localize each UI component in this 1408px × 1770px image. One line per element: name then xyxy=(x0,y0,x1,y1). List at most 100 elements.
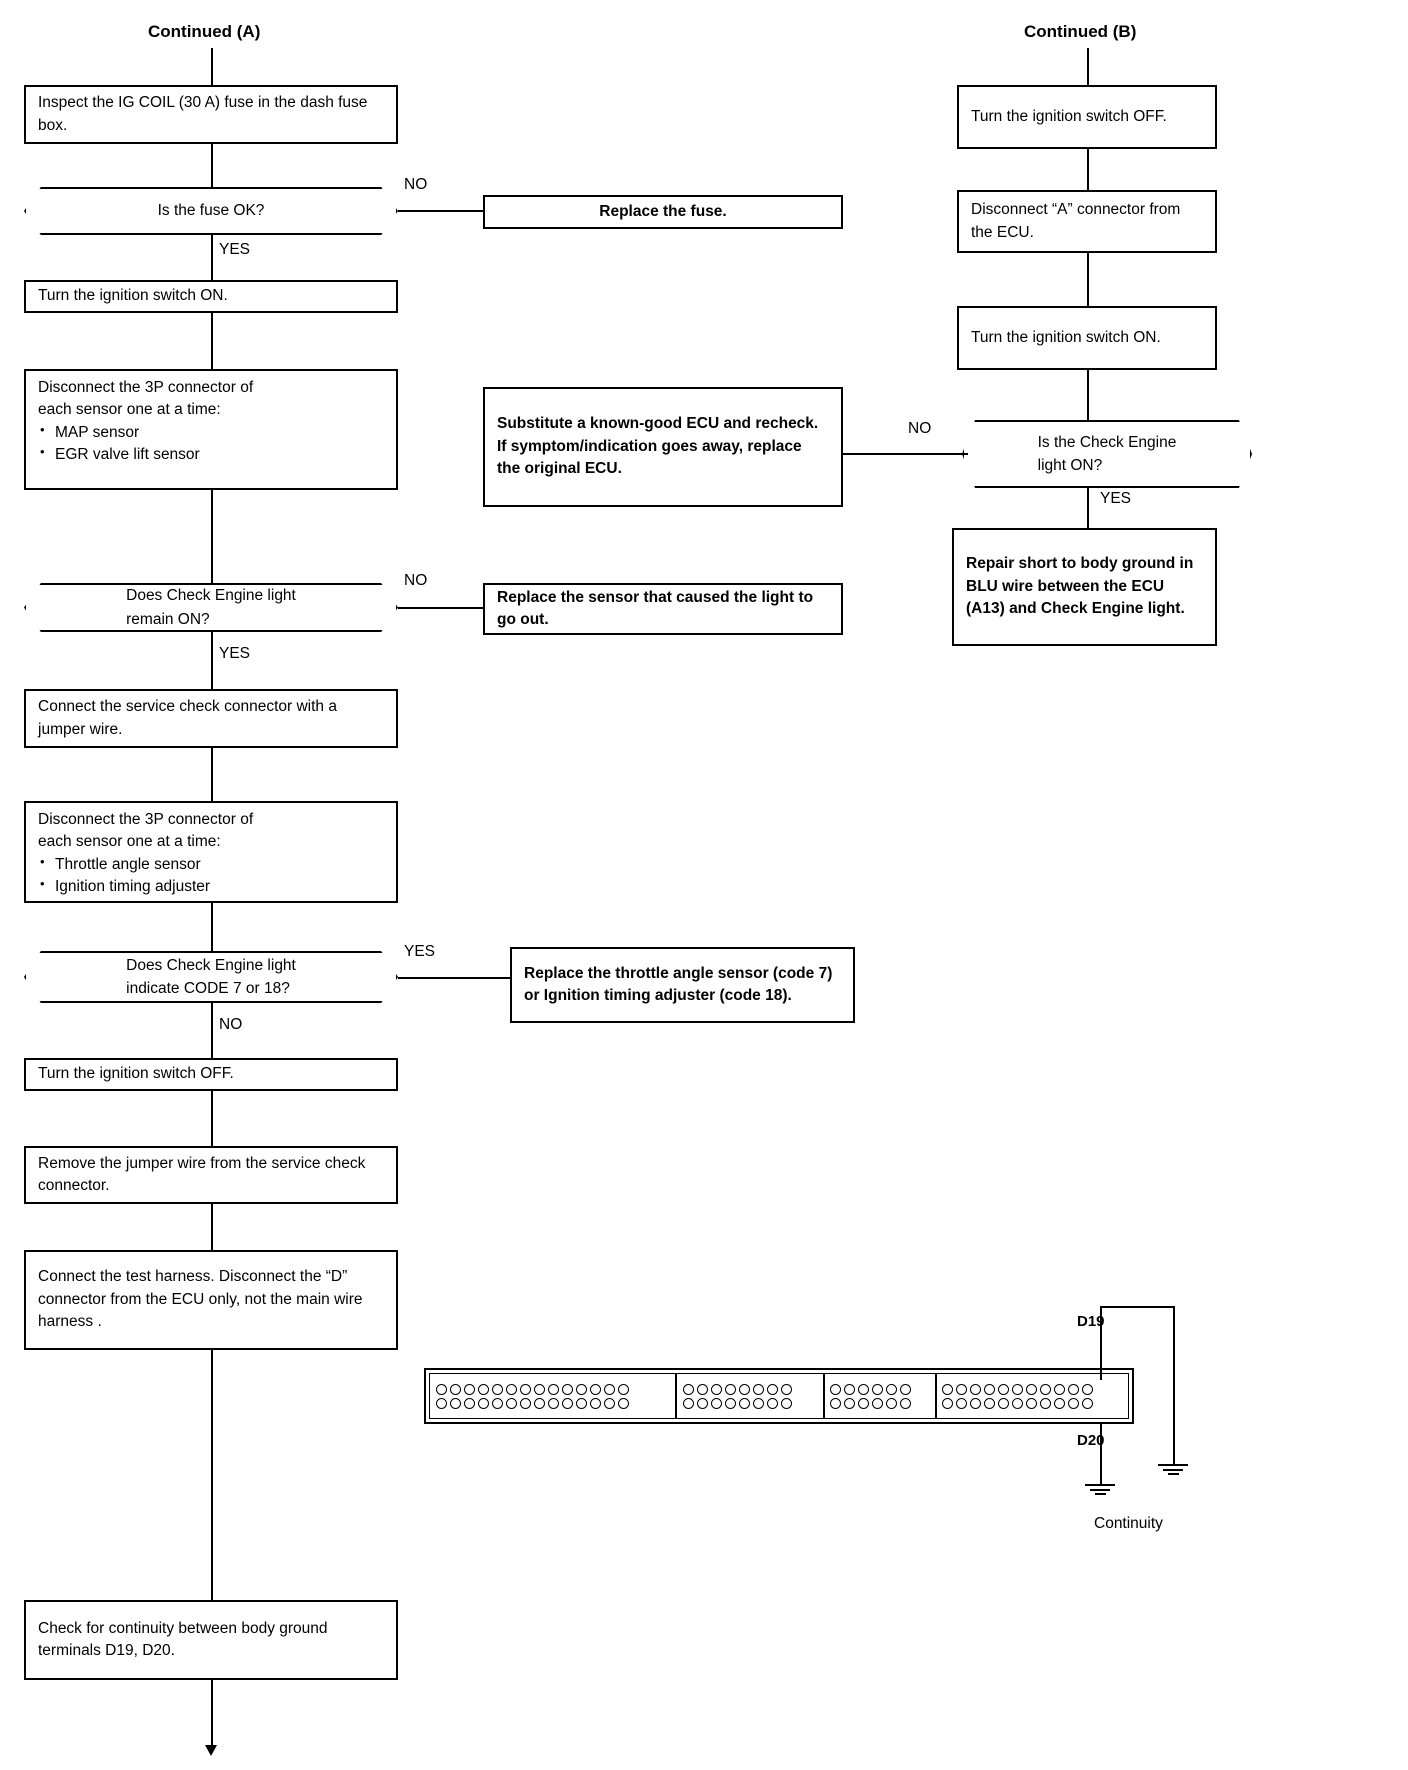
connector-pin-row xyxy=(434,1382,671,1396)
connector-pin xyxy=(463,1397,475,1409)
connector-pin xyxy=(505,1397,517,1409)
flow-arrow-down xyxy=(205,1745,217,1756)
connector-pin xyxy=(603,1383,615,1395)
connector-pin xyxy=(435,1383,447,1395)
ground-symbol-right xyxy=(1158,1464,1188,1475)
connector-line xyxy=(398,210,483,212)
connector-line xyxy=(211,1204,213,1250)
connector-line xyxy=(398,607,483,609)
decision-code-7-or-18: Does Check Engine light indicate CODE 7 … xyxy=(24,951,398,1003)
branch-label-yes: YES xyxy=(404,943,436,960)
connector-pin xyxy=(710,1397,722,1409)
connector-pin xyxy=(766,1383,778,1395)
step-substitute-ecu: Substitute a known-good ECU and recheck.… xyxy=(483,387,843,507)
connector-pin xyxy=(696,1397,708,1409)
connector-line xyxy=(211,1010,213,1058)
step-b-ignition-off: Turn the ignition switch OFF. xyxy=(957,85,1217,149)
connector-pin xyxy=(830,1383,842,1395)
connector-pin xyxy=(752,1397,764,1409)
connector-pin xyxy=(561,1383,573,1395)
connector-pin xyxy=(900,1383,912,1395)
connector-pin xyxy=(491,1383,503,1395)
connector-pin xyxy=(738,1397,750,1409)
sensor-list-map-egr: MAP sensor EGR valve lift sensor xyxy=(38,421,384,467)
connector-line xyxy=(211,1350,213,1600)
step-replace-throttle-or-adjuster: Replace the throttle angle sensor (code … xyxy=(510,947,855,1023)
connector-pin xyxy=(547,1383,559,1395)
connector-line xyxy=(211,48,213,86)
connector-pin xyxy=(998,1383,1010,1395)
connector-line xyxy=(1087,253,1089,306)
step-connect-test-harness: Connect the test harness. Disconnect the… xyxy=(24,1250,398,1350)
connector-pin xyxy=(844,1397,856,1409)
connector-pin xyxy=(942,1383,954,1395)
connector-pin xyxy=(519,1397,531,1409)
connector-pin xyxy=(956,1397,968,1409)
connector-pin xyxy=(477,1397,489,1409)
step-connect-service-check: Connect the service check connector with… xyxy=(24,689,398,748)
connector-line xyxy=(1087,149,1089,190)
step-replace-sensor-text: Replace the sensor that caused the light… xyxy=(497,588,814,628)
decision-light-remain-on-line2: remain ON? xyxy=(126,610,210,628)
step-b-disconnect-a-connector-text: Disconnect “A” connector from the ECU. xyxy=(971,201,1181,241)
connector-pin xyxy=(1054,1397,1066,1409)
step-replace-sensor: Replace the sensor that caused the light… xyxy=(483,583,843,635)
connector-pin xyxy=(617,1383,629,1395)
step-remove-jumper: Remove the jumper wire from the service … xyxy=(24,1146,398,1204)
lead-d19-vertical xyxy=(1100,1306,1102,1380)
connector-pin-d20 xyxy=(1068,1397,1080,1409)
step-disconnect-3p-throttle-line2: each sensor one at a time: xyxy=(38,833,221,851)
ecu-connector-diagram xyxy=(424,1368,1134,1424)
connector-pin xyxy=(1040,1383,1052,1395)
connector-pin xyxy=(682,1397,694,1409)
step-inspect-fuse-text: Inspect the IG COIL (30 A) fuse in the d… xyxy=(38,94,368,134)
step-disconnect-3p-map-egr-line2: each sensor one at a time: xyxy=(38,401,221,419)
list-item: EGR valve lift sensor xyxy=(38,443,384,466)
step-repair-short-blu-text: Repair short to body ground in BLU wire … xyxy=(966,555,1194,618)
connector-pin-row xyxy=(681,1382,819,1396)
connector-pin xyxy=(505,1383,517,1395)
connector-pin xyxy=(724,1383,736,1395)
connector-pin xyxy=(449,1383,461,1395)
connector-pin xyxy=(766,1397,778,1409)
ground-symbol-left xyxy=(1085,1484,1115,1495)
connector-pin xyxy=(1040,1397,1052,1409)
step-disconnect-3p-throttle: Disconnect the 3P connector of each sens… xyxy=(24,801,398,903)
connector-pin xyxy=(872,1383,884,1395)
decision-light-remain-on: Does Check Engine light remain ON? xyxy=(24,583,398,632)
connector-group-1 xyxy=(429,1373,677,1419)
step-check-continuity-text: Check for continuity between body ground… xyxy=(38,1619,328,1659)
connector-pin xyxy=(589,1383,601,1395)
connector-pin xyxy=(603,1397,615,1409)
connector-pin xyxy=(575,1397,587,1409)
connector-pin xyxy=(970,1397,982,1409)
connector-pin xyxy=(561,1397,573,1409)
connector-pin xyxy=(984,1397,996,1409)
connector-pin xyxy=(956,1383,968,1395)
step-substitute-ecu-text: Substitute a known-good ECU and recheck.… xyxy=(497,415,819,478)
connector-pin xyxy=(998,1397,1010,1409)
step-ignition-on: Turn the ignition switch ON. xyxy=(24,280,398,313)
header-continued-a: Continued (A) xyxy=(148,22,261,41)
decision-check-engine-light-on-line2: light ON? xyxy=(1037,457,1103,474)
decision-is-fuse-ok: Is the fuse OK? xyxy=(24,187,398,235)
connector-pin xyxy=(696,1383,708,1395)
connector-pin xyxy=(533,1383,545,1395)
connector-pin-row xyxy=(681,1396,819,1410)
step-remove-jumper-text: Remove the jumper wire from the service … xyxy=(38,1154,366,1194)
connector-line xyxy=(1087,370,1089,420)
connector-pin xyxy=(533,1397,545,1409)
connector-pin-row xyxy=(829,1396,931,1410)
connector-group-4 xyxy=(935,1373,1129,1419)
step-b-ignition-on: Turn the ignition switch ON. xyxy=(957,306,1217,370)
connector-line xyxy=(398,977,510,979)
connector-pin xyxy=(435,1397,447,1409)
label-d19: D19 xyxy=(1077,1313,1105,1330)
connector-pin xyxy=(858,1397,870,1409)
connector-pin xyxy=(752,1383,764,1395)
step-b-ignition-off-text: Turn the ignition switch OFF. xyxy=(971,107,1167,125)
connector-pin xyxy=(1012,1383,1024,1395)
connector-pin xyxy=(477,1383,489,1395)
connector-pin xyxy=(463,1383,475,1395)
connector-pin xyxy=(886,1383,898,1395)
